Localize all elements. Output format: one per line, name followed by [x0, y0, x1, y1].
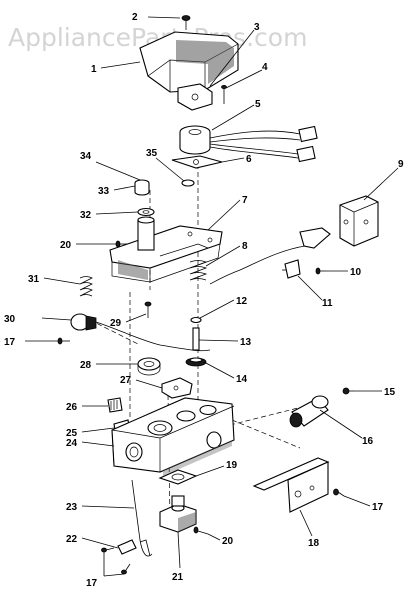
part-32-washer [137, 207, 155, 217]
callout-15: 15 [384, 387, 396, 398]
callout-14: 14 [236, 374, 248, 385]
callout-27: 27 [120, 375, 132, 386]
part-13-pin [192, 327, 200, 351]
callout-2: 2 [132, 12, 138, 23]
callout-30: 30 [4, 314, 16, 325]
callout-8: 8 [242, 241, 248, 252]
part-27-block [161, 377, 193, 399]
part-3-bracket [177, 83, 213, 111]
callout-7: 7 [242, 195, 248, 206]
callout-5: 5 [255, 99, 261, 110]
callout-4: 4 [262, 62, 268, 73]
callout-32: 32 [80, 210, 92, 221]
callout-22: 22 [66, 534, 78, 545]
callout-12: 12 [236, 296, 248, 307]
callout-13: 13 [240, 337, 252, 348]
part-6-plate [171, 155, 223, 169]
part-17-screw-right [333, 488, 345, 497]
part-26-fitting [107, 397, 123, 413]
callout-28: 28 [80, 360, 92, 371]
callout-19: 19 [226, 460, 238, 471]
part-1-cover [139, 31, 239, 93]
part-14-gear [185, 357, 207, 367]
part-17-screws-lower [101, 547, 131, 575]
callout-23: 23 [66, 502, 78, 513]
part-22-clip [117, 539, 137, 555]
callout-6: 6 [246, 154, 252, 165]
callout-24: 24 [66, 438, 78, 449]
part-29-screw [144, 301, 152, 318]
part-28-seal [137, 357, 161, 376]
callout-numbers: 2 1 3 4 5 6 7 8 9 10 11 12 13 14 15 16 1… [4, 12, 404, 589]
part-7-valve-housing [109, 216, 223, 283]
callout-21: 21 [172, 572, 184, 583]
part-23-tube [131, 479, 153, 557]
callout-20-upper: 20 [60, 240, 72, 251]
callout-leader-lines [25, 16, 399, 577]
part-5-solenoid-coil [179, 125, 318, 163]
part-2-screw [181, 15, 191, 30]
part-17-screw-left [57, 337, 70, 345]
callout-9: 9 [398, 159, 404, 170]
part-31-spring [79, 276, 93, 297]
part-16-fitting [289, 395, 329, 428]
callout-33: 33 [98, 186, 110, 197]
callout-17-right: 17 [372, 502, 384, 513]
callout-17-lower: 17 [86, 578, 98, 589]
part-9-bracket [339, 195, 379, 247]
part-15-screw [342, 387, 354, 395]
callout-3: 3 [254, 22, 260, 33]
callout-17-upper-left: 17 [4, 337, 16, 348]
part-8-spring [189, 260, 208, 281]
part-34-33-cap [134, 179, 150, 196]
part-35-o-ring [181, 179, 195, 187]
part-21-regulator [159, 495, 197, 533]
part-20-screw-lower [193, 526, 209, 535]
part-24-valve-body [111, 397, 235, 476]
part-12-ring [190, 316, 202, 324]
callout-16: 16 [362, 436, 374, 447]
part-11-fitting [282, 259, 301, 279]
callout-20-lower: 20 [222, 536, 234, 547]
thermocouple-lead [209, 227, 331, 285]
callout-34: 34 [80, 151, 92, 162]
callout-25: 25 [66, 428, 78, 439]
callout-11: 11 [322, 298, 333, 309]
callout-10: 10 [350, 267, 362, 278]
callout-26: 26 [66, 402, 78, 413]
callout-18: 18 [308, 538, 320, 549]
callout-29: 29 [110, 318, 122, 329]
callout-1: 1 [91, 64, 97, 75]
part-30-thermostat-bulb [70, 313, 211, 352]
callout-35: 35 [146, 148, 158, 159]
callout-31: 31 [28, 274, 40, 285]
part-10-screw [315, 267, 326, 275]
part-18-mounting-bracket [252, 457, 330, 513]
part-4-screw [221, 85, 227, 104]
